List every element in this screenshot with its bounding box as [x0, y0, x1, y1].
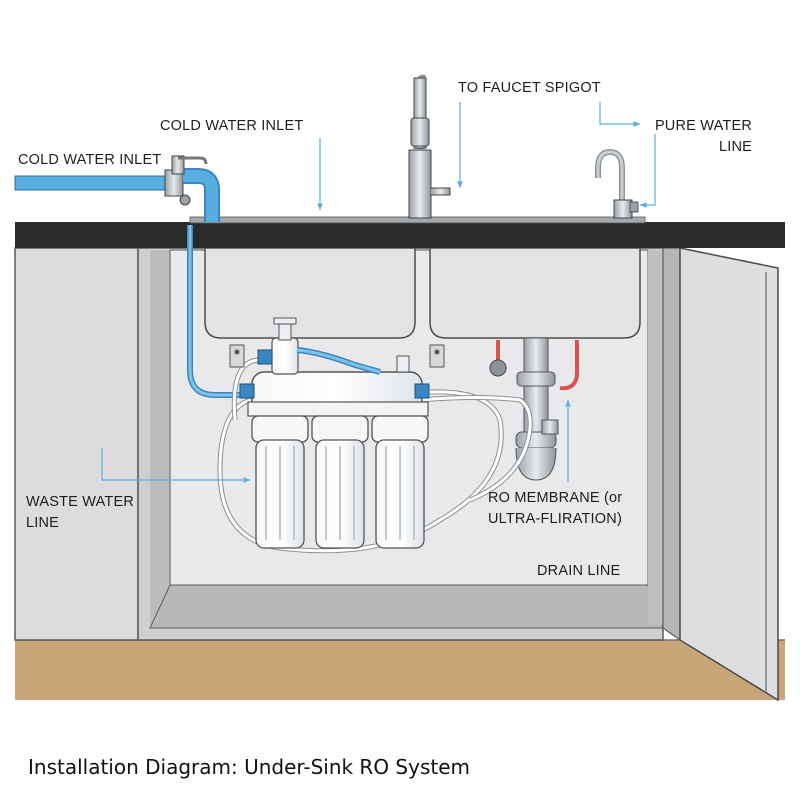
kitchen-faucet — [408, 74, 451, 219]
supply-valves — [489, 340, 579, 391]
ro-spigot — [595, 148, 639, 219]
filter-canisters — [251, 415, 429, 549]
white-tubing — [217, 357, 533, 554]
cabinet-door — [662, 247, 779, 702]
mounting-brackets — [229, 344, 445, 368]
ro-membrane-text-2: ULTRA-FLIRATION) — [488, 511, 622, 527]
cold-water-inlet-label-left: COLD WATER INLET — [18, 152, 162, 168]
diagram-caption: Installation Diagram: Under-Sink RO Syst… — [28, 755, 471, 779]
countertop — [15, 216, 785, 248]
waste-water-line-text-2: LINE — [26, 515, 60, 531]
ro-membrane-label: RO MEMBRANE (or ULTRA-FLIRATION) — [488, 488, 622, 530]
callout-lines — [101, 102, 656, 483]
cold-water-inlet-label-top: COLD WATER INLET — [160, 118, 304, 134]
ro-filter-unit — [239, 317, 430, 549]
pure-water-line-text-2: LINE — [718, 139, 752, 155]
pure-water-line-label: PURE WATER LINE — [640, 116, 752, 158]
floor — [15, 640, 785, 700]
pure-water-line-text-1: PURE WATER — [654, 118, 752, 134]
drain-line-label: DRAIN LINE — [537, 563, 621, 579]
to-faucet-spigot-label: TO FAUCET SPIGOT — [458, 80, 601, 96]
waste-water-line-label: WASTE WATER LINE — [26, 492, 134, 534]
waste-water-line-text-1: WASTE WATER — [26, 494, 134, 510]
cold-water-inlet-pipe — [14, 155, 220, 222]
sink-basins — [204, 247, 641, 339]
ro-membrane-text-1: RO MEMBRANE (or — [488, 490, 623, 506]
